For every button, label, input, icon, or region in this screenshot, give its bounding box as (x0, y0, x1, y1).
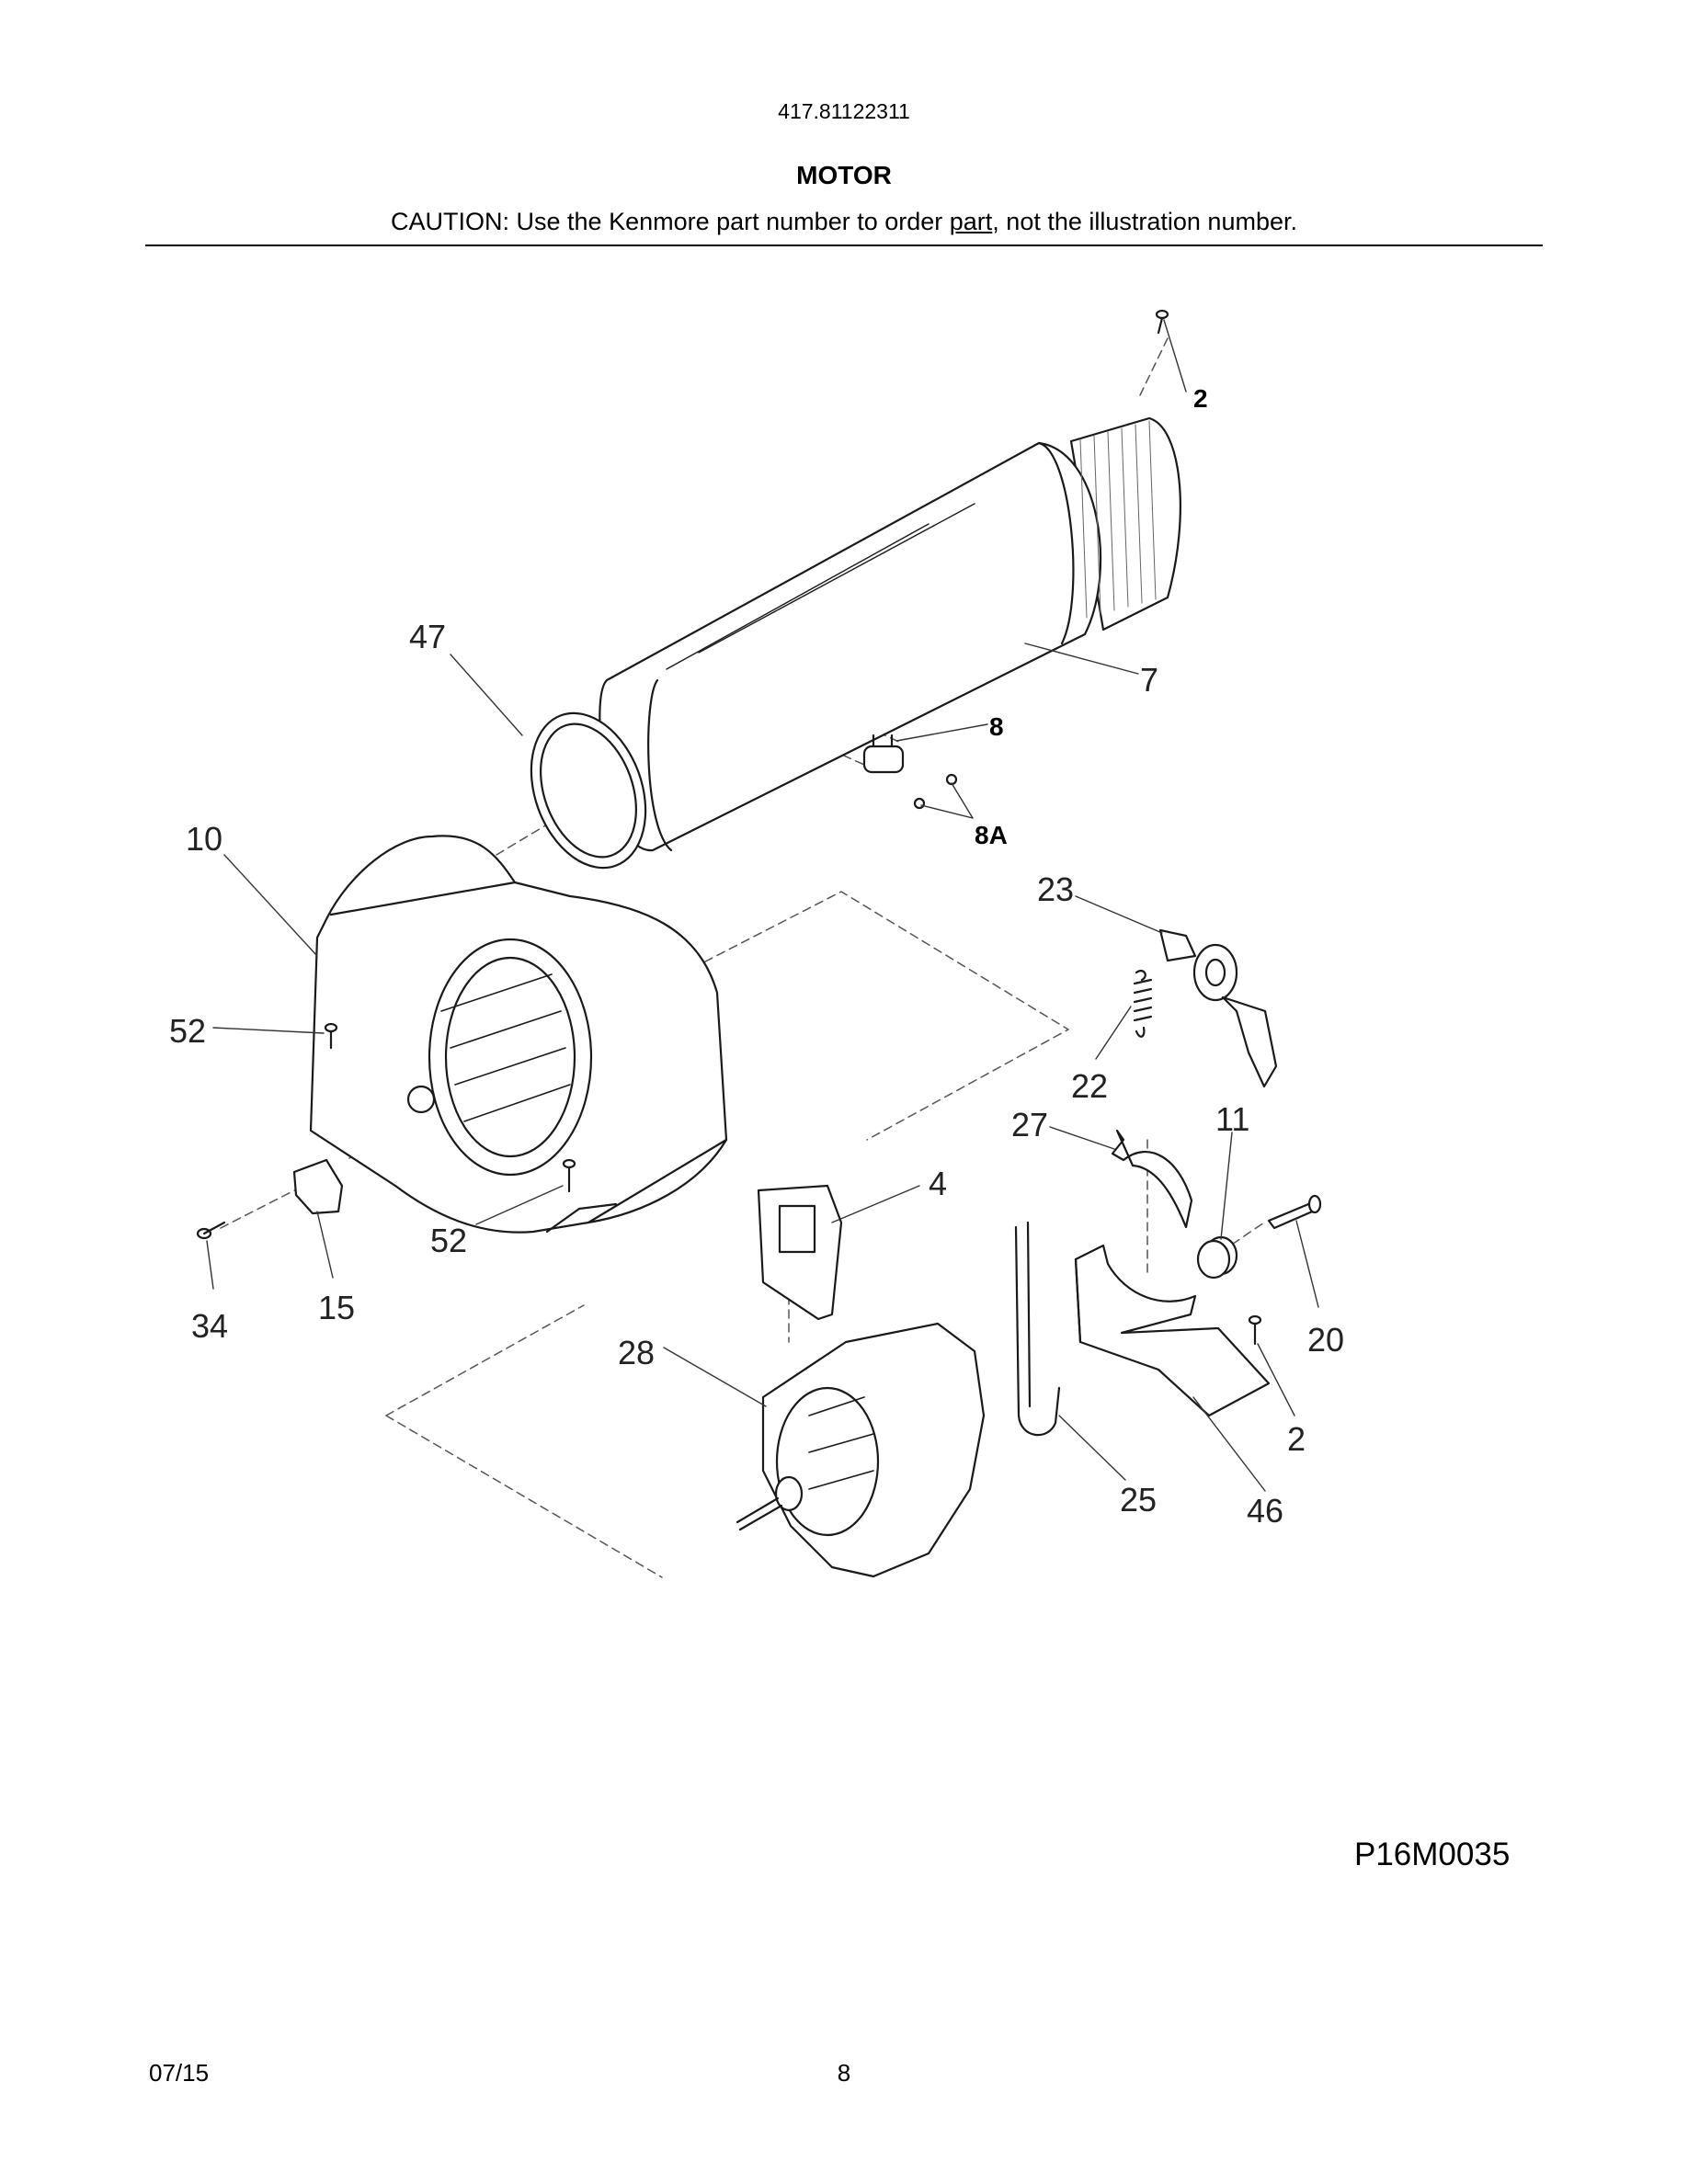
caution-text-part: part (949, 208, 993, 235)
idler-assembly-23 (1158, 928, 1278, 1088)
callout-8: 8 (989, 712, 1004, 741)
seal-ring-47 (530, 711, 647, 870)
callout-52-lower: 52 (430, 1222, 467, 1259)
callout-10: 10 (186, 820, 222, 858)
bracket-4 (757, 1184, 843, 1321)
strap-27 (1111, 1129, 1193, 1229)
callout-28: 28 (618, 1334, 655, 1371)
motor-mount-46 (1074, 1244, 1271, 1417)
callout-4: 4 (929, 1165, 947, 1202)
callout-11: 11 (1215, 1100, 1249, 1138)
callout-8a: 8A (975, 821, 1008, 849)
switch-15 (292, 1158, 344, 1215)
callout-2-top: 2 (1193, 384, 1208, 413)
page-number: 8 (837, 2059, 851, 2087)
callout-7: 7 (1140, 661, 1158, 699)
callout-46: 46 (1247, 1492, 1283, 1530)
spring-22 (1133, 970, 1153, 1038)
bolt-20 (1267, 1194, 1322, 1230)
callout-25: 25 (1120, 1481, 1157, 1519)
screw-52-upper (324, 1022, 338, 1050)
revision-date: 07/15 (149, 2059, 210, 2087)
belt-25 (1014, 1221, 1061, 1437)
blower-housing-10 (309, 835, 728, 1234)
motor-28 (736, 1322, 986, 1578)
callout-20: 20 (1307, 1321, 1344, 1359)
callout-2-bottom: 2 (1287, 1420, 1306, 1458)
caution-text-end: , not the illustration number. (992, 208, 1297, 235)
callout-23: 23 (1037, 870, 1074, 908)
callout-22: 22 (1071, 1067, 1108, 1105)
section-title: MOTOR (796, 161, 892, 189)
drum-duct-7 (599, 416, 1181, 852)
thermostat-8 (862, 734, 958, 810)
drawing-code: P16M0035 (1354, 1837, 1511, 1872)
screw-2-bottom (1248, 1314, 1262, 1346)
callout-27: 27 (1011, 1106, 1048, 1143)
screw-52-lower (562, 1158, 576, 1193)
callout-15: 15 (318, 1289, 355, 1326)
header-divider (145, 245, 1543, 246)
model-number: 417.81122311 (778, 99, 910, 123)
roller-11 (1196, 1235, 1238, 1280)
callout-34: 34 (191, 1307, 228, 1345)
screw-2-top (1155, 309, 1169, 335)
caution-text-start: CAUTION: Use the Kenmore part number to … (391, 208, 950, 235)
screw-34 (196, 1221, 226, 1240)
callout-47: 47 (409, 618, 446, 655)
callout-52-upper: 52 (169, 1012, 206, 1050)
leader-lines (206, 319, 1319, 1492)
caution-note: CAUTION: Use the Kenmore part number to … (0, 208, 1688, 236)
